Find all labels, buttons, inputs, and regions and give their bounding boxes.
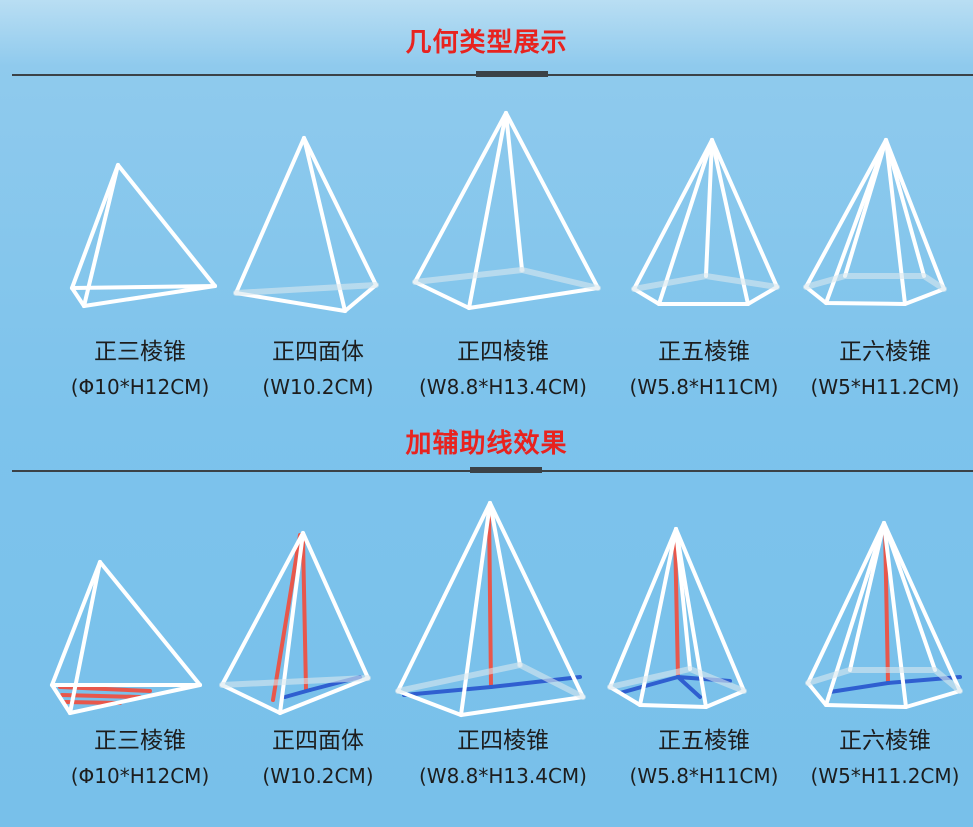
model-name: 正四面体	[272, 339, 364, 365]
divider-accent	[476, 71, 548, 77]
model-label-3: 正四棱锥 (W8.8*H13.4CM)	[400, 337, 606, 401]
section-title-aux: 加辅助线效果	[405, 429, 568, 459]
model-label-1: 正三棱锥 (Φ10*H12CM)	[40, 337, 240, 401]
model-label-2: 正四面体 (W10.2CM)	[218, 337, 418, 401]
section-title-display: 几何类型展示	[405, 28, 568, 58]
triangular-pyramid-aux-model	[50, 560, 202, 715]
section-geometry-display: 几何类型展示	[12, 28, 973, 401]
hexagonal-pyramid-model	[803, 138, 947, 306]
tetrahedron-model	[233, 136, 379, 313]
hexagonal-pyramid-aux-model	[805, 521, 963, 709]
model-name: 正四棱锥	[457, 339, 549, 365]
model-label-3: 正四棱锥 (W8.8*H13.4CM)	[400, 726, 606, 790]
tetrahedron-aux-model	[219, 531, 371, 715]
model-name: 正三棱锥	[94, 339, 186, 365]
divider-accent	[470, 467, 542, 473]
model-label-4: 正五棱锥 (W5.8*H11CM)	[608, 337, 800, 401]
model-label-4: 正五棱锥 (W5.8*H11CM)	[608, 726, 800, 790]
model-name: 正五棱锥	[658, 339, 750, 365]
model-dimensions: (W10.2CM)	[262, 764, 374, 788]
model-label-1: 正三棱锥 (Φ10*H12CM)	[40, 726, 240, 790]
section-auxiliary-lines: 加辅助线效果	[0, 415, 973, 827]
model-dimensions: (W8.8*H13.4CM)	[419, 375, 587, 399]
model-dimensions: (W8.8*H13.4CM)	[419, 764, 587, 788]
model-dimensions: (W10.2CM)	[262, 375, 374, 399]
model-name: 正六棱锥	[839, 339, 931, 365]
model-dimensions: (W5.8*H11CM)	[629, 764, 779, 788]
model-dimensions: (Φ10*H12CM)	[70, 375, 210, 399]
model-name: 正四面体	[272, 728, 364, 754]
model-label-5: 正六棱锥 (W5*H11.2CM)	[797, 726, 973, 790]
pentagonal-pyramid-aux-model	[607, 527, 747, 709]
model-name: 正六棱锥	[839, 728, 931, 754]
pyramid-models-plain	[70, 111, 947, 313]
model-dimensions: (W5.8*H11CM)	[629, 375, 779, 399]
model-name: 正四棱锥	[457, 728, 549, 754]
model-name: 正三棱锥	[94, 728, 186, 754]
model-dimensions: (W5*H11.2CM)	[810, 375, 960, 399]
square-pyramid-model	[412, 111, 601, 310]
pyramid-models-auxiliary	[50, 501, 963, 717]
model-name: 正五棱锥	[658, 728, 750, 754]
model-dimensions: (Φ10*H12CM)	[70, 764, 210, 788]
model-label-5: 正六棱锥 (W5*H11.2CM)	[797, 337, 973, 401]
triangular-pyramid-model	[70, 163, 217, 308]
pentagonal-pyramid-model	[631, 138, 780, 306]
model-label-2: 正四面体 (W10.2CM)	[218, 726, 418, 790]
model-dimensions: (W5*H11.2CM)	[810, 764, 960, 788]
square-pyramid-aux-model	[395, 501, 586, 717]
